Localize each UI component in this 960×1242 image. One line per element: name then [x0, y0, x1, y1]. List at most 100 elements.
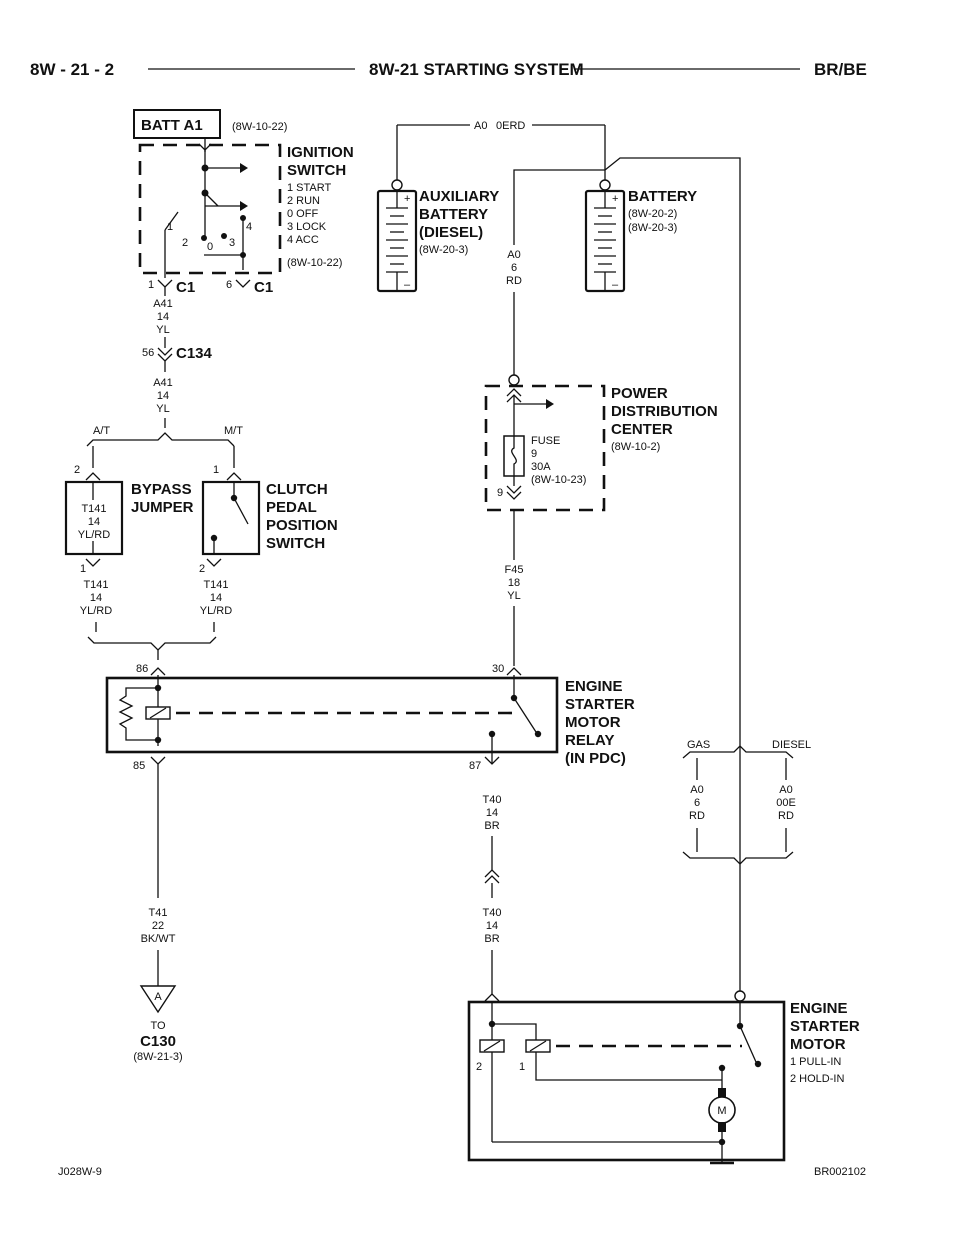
motor-symbol: M: [717, 1105, 726, 1117]
pull-in-coil-slash: [529, 1040, 547, 1052]
wire-diesel-code: A0: [779, 784, 792, 796]
pull-in-coil-number: 1: [519, 1061, 525, 1073]
battery-title: BATTERY: [628, 188, 697, 205]
ignition-start-link: [164, 211, 179, 231]
ignition-off-dot: [201, 235, 207, 241]
battery-ref-1: (8W-20-2): [628, 208, 677, 220]
bypass-wire-color: YL/RD: [78, 529, 110, 541]
starter-title-1: ENGINE: [790, 1000, 848, 1017]
bypass-bottom-chevron: [85, 558, 101, 567]
wire-t141-right-gauge: 14: [210, 592, 222, 604]
starter-winding-1: 1 PULL-IN: [790, 1056, 841, 1068]
pdc-terminal: [508, 374, 520, 386]
motor-brush-top: [718, 1088, 726, 1098]
relay-coil-slash: [149, 707, 167, 719]
wire-a0-color: RD: [506, 275, 522, 287]
relay-85-chevron: [150, 756, 166, 765]
fuse-ref: (8W-10-23): [531, 474, 586, 486]
starter-relay-group: 86 30 85 87 ENGINE STARTER MOTOR RELAY (…: [105, 663, 635, 772]
relay-title-5: (IN PDC): [565, 750, 626, 767]
ignition-pos-lock: 3 LOCK: [287, 221, 327, 233]
c1-right-chevron: [235, 279, 251, 288]
aux-battery-group: + – AUXILIARY BATTERY (DIESEL) (8W-20-3): [376, 179, 499, 293]
c1-left-pin: 1: [148, 279, 154, 291]
connector-a-to: TO: [150, 1020, 166, 1032]
pdc-title-1: POWER: [611, 385, 668, 402]
bypass-wire-gauge: 14: [88, 516, 100, 528]
bypass-top-pin: 2: [74, 464, 80, 476]
t141-join: T141 14 YL/RD T141 14 YL/RD: [80, 579, 232, 660]
footer-right-code: BR002102: [814, 1166, 866, 1178]
resistor-icon: [118, 687, 158, 741]
starter-title-2: STARTER: [790, 1018, 860, 1035]
bypass-bottom-pin: 1: [80, 563, 86, 575]
aux-battery-minus: –: [404, 279, 411, 291]
wire-a41-color: YL: [156, 324, 169, 336]
arrow-icon: [546, 399, 554, 409]
clutch-top-pin: 1: [213, 464, 219, 476]
pdc-title-2: DISTRIBUTION: [611, 403, 718, 420]
relay-title-1: ENGINE: [565, 678, 623, 695]
ignition-pos-1: 1: [167, 221, 173, 233]
starter-contact-end: [754, 1060, 762, 1068]
relay-86-chevron: [150, 667, 166, 676]
pdc-entry-chevron-1: [506, 388, 522, 397]
bypass-title-2: JUMPER: [131, 499, 194, 516]
battery-to-pdc-upper: [513, 169, 605, 245]
clutch-title-4: SWITCH: [266, 535, 325, 552]
wire-f45-color: YL: [507, 590, 520, 602]
pdc-ref: (8W-10-2): [611, 441, 660, 453]
ignition-pos-start: 1 START: [287, 182, 331, 194]
wire-t41-gauge: 22: [152, 920, 164, 932]
wire-t141-right-code: T141: [203, 579, 228, 591]
t40-inline-chevron-2: [484, 875, 500, 884]
pdc-group: FUSE 9 30A (8W-10-23) 9 POWER DISTRIBUTI…: [484, 374, 718, 512]
ignition-switch-group: BATT A1 (8W-10-22) 1 2 0 3 4 IGNITION SW…: [133, 109, 354, 428]
c1-right-pin: 6: [226, 279, 232, 291]
arrow-icon: [240, 163, 248, 173]
connector-a-ref: (8W-21-3): [133, 1051, 182, 1063]
wire-f45-code: F45: [505, 564, 524, 576]
fuse-pin: 9: [497, 487, 503, 499]
gas-diesel-split: GAS DIESEL A0 6 RD A0 00E RD: [682, 739, 811, 865]
t41-wire: T41 22 BK/WT A TO C130 (8W-21-3): [133, 764, 183, 1063]
pdc-exit-chevron-2: [506, 491, 522, 500]
clutch-title-2: PEDAL: [266, 499, 317, 516]
gas-diesel-bracket: [682, 745, 794, 759]
top-wire-code: A0: [474, 120, 487, 132]
ignition-pos-3: 3: [229, 237, 235, 249]
c134-chevron-top: [157, 347, 173, 356]
ignition-pos-2: 2: [182, 237, 188, 249]
starter-motor-group: 2 1 M ENGINE STARTER MOTOR 1 PULL-IN 2 H…: [467, 990, 860, 1165]
ignition-title-2: SWITCH: [287, 162, 346, 179]
relay-contact-end: [534, 730, 542, 738]
wire-t40-upper-gauge: 14: [486, 807, 498, 819]
wire-a41-gauge: 14: [157, 311, 169, 323]
wire-a41-lower-color: YL: [156, 403, 169, 415]
top-wire-circuit: 0ERD: [496, 120, 525, 132]
battery-terminal: [599, 179, 611, 191]
batt-a1-ref: (8W-10-22): [232, 121, 287, 133]
page-title: 8W-21 STARTING SYSTEM: [369, 60, 584, 79]
aux-battery-title-3: (DIESEL): [419, 224, 483, 241]
wire-t40-lower-color: BR: [484, 933, 499, 945]
wire-gas-color: RD: [689, 810, 705, 822]
transmission-split: A/T M/T: [86, 425, 243, 468]
clutch-switch-box: [201, 480, 261, 556]
connector-a-name: C130: [140, 1033, 176, 1050]
relay-contact-blade: [513, 697, 537, 733]
clutch-title-1: CLUTCH: [266, 481, 328, 498]
battery-wiring: A0 0ERD: [396, 120, 741, 994]
ignition-lock-dot: [221, 233, 227, 239]
ignition-acc-dot: [240, 215, 246, 221]
aux-battery-ref: (8W-20-3): [419, 244, 468, 256]
footer-left-code: J028W-9: [58, 1166, 102, 1178]
wire-t40-lower-gauge: 14: [486, 920, 498, 932]
relay-pin-87: 87: [469, 760, 481, 772]
bypass-top-chevron: [85, 472, 101, 481]
fuse-element-icon: [511, 436, 517, 476]
wire-f45-gauge: 18: [508, 577, 520, 589]
wire-a0-code: A0: [507, 249, 520, 261]
batt-a1-box: [133, 109, 221, 139]
split-mt-label: M/T: [224, 425, 243, 437]
